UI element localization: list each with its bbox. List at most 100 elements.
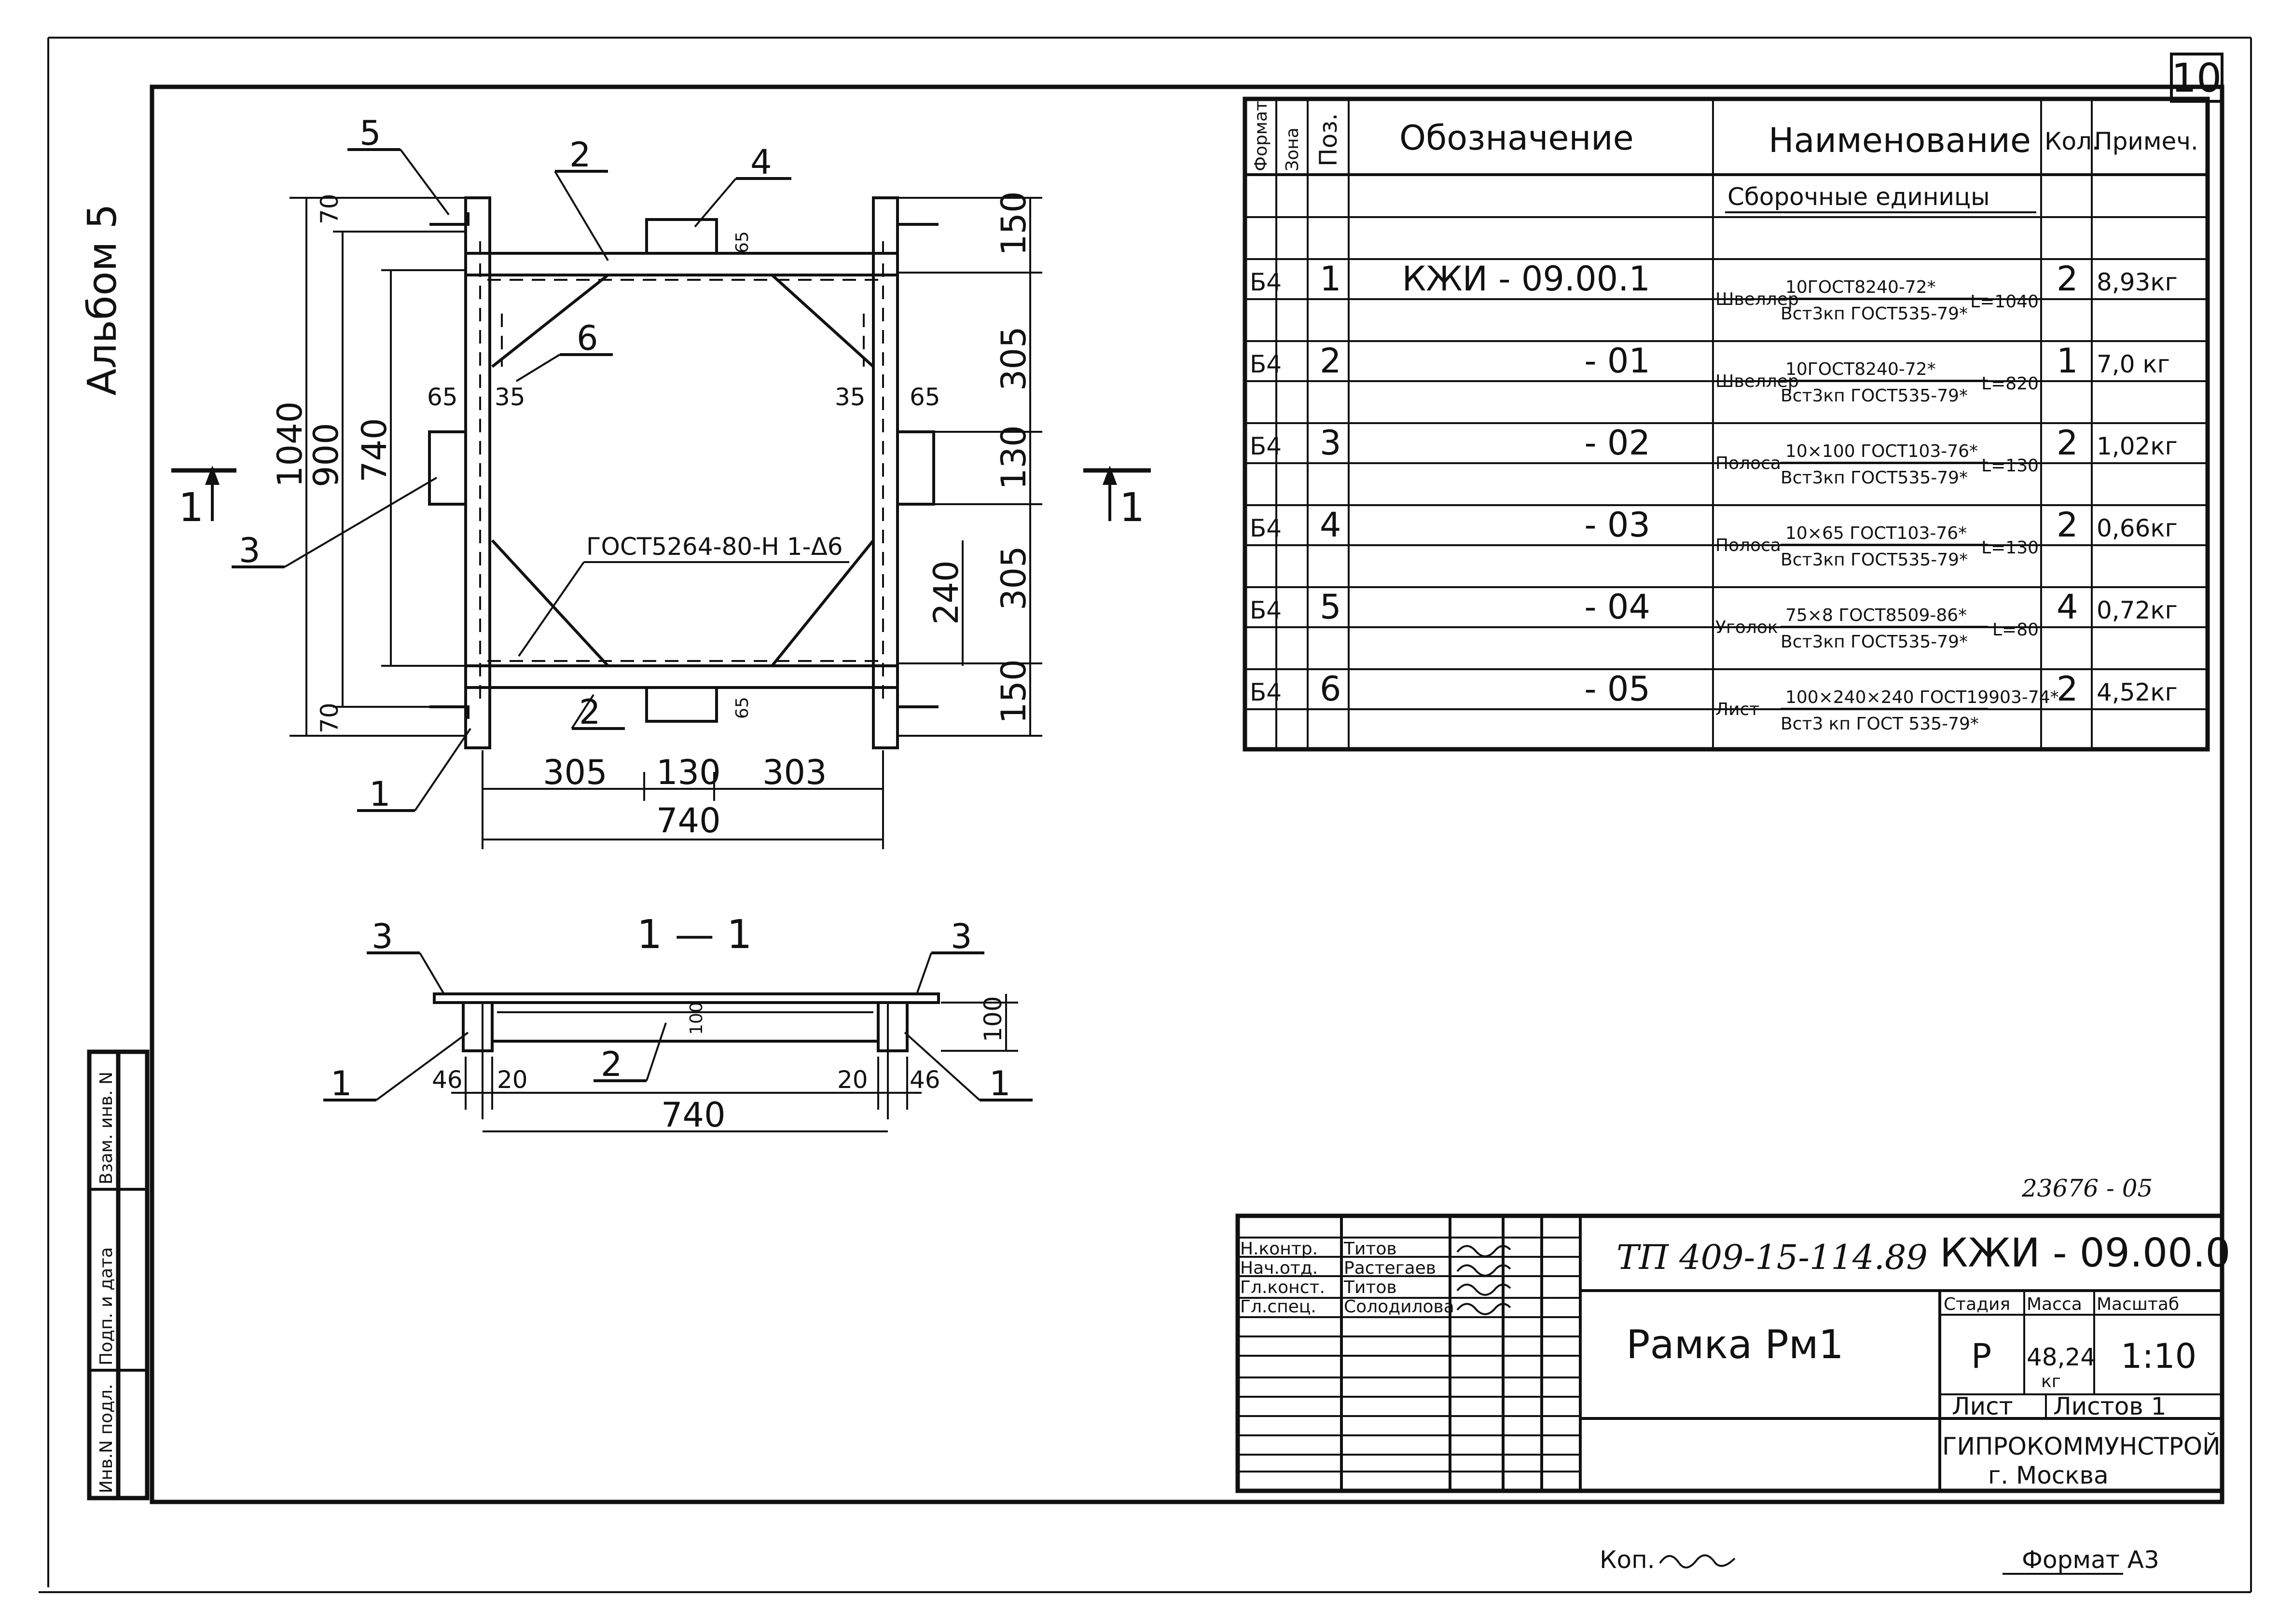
dim-65-bottom-strip: 65 (732, 697, 752, 719)
organization: ГИПРОКОММУНСТРОЙ (1942, 1432, 2221, 1460)
section-marker-right: 1 (1083, 466, 1151, 531)
row-spec-top: 75×8 ГОСТ8509-86* (1785, 606, 1967, 625)
dim-35-left: 35 (495, 383, 525, 411)
sheet-label: Лист (1952, 1392, 2013, 1420)
row-pos: 2 (1320, 341, 1341, 381)
dim-305-horizontal: 305 (543, 753, 608, 792)
dim-65-right: 65 (910, 383, 940, 411)
dim-70-bottom: 70 (316, 702, 344, 733)
role-title: Н.контр. (1240, 1239, 1318, 1259)
row-length: L=130 (1981, 456, 2039, 476)
drawing-code: КЖИ - 09.00.0 (1940, 1230, 2231, 1276)
dim-65-top-strip: 65 (732, 231, 752, 253)
row-length: L=130 (1981, 538, 2039, 558)
header-note: Примеч. (2094, 127, 2198, 155)
header-designation: Обозначение (1399, 118, 1634, 158)
dim-900: 900 (306, 423, 346, 487)
callout-1: 1 (369, 774, 391, 814)
role-title: Нач.отд. (1240, 1258, 1318, 1278)
row-length: L=820 (1981, 374, 2039, 394)
row-qty: 2 (2057, 259, 2078, 299)
dim-740-left: 740 (355, 418, 394, 482)
section-marker-left: 1 (171, 466, 236, 531)
stage-value: Р (1971, 1336, 1991, 1376)
row-designation: - 04 (1584, 587, 1650, 627)
callout-2-top: 2 (569, 135, 591, 175)
row-length: L=80 (1992, 620, 2039, 640)
header-zone: Зона (1283, 127, 1302, 171)
callout-5: 5 (359, 113, 381, 153)
role-signature (1456, 1283, 1511, 1296)
mass-value: 48,24 (2027, 1343, 2096, 1371)
stamp-inv-orig: Инв.N подл. (97, 1384, 116, 1493)
row-type: Уголок (1715, 618, 1778, 637)
role-signature (1456, 1303, 1511, 1315)
dim-70-top: 70 (316, 193, 344, 224)
role-title: Гл.конст. (1240, 1278, 1325, 1297)
header-pos: Поз. (1314, 113, 1342, 166)
row-format: Б4 (1250, 514, 1282, 542)
callout-3: 3 (239, 531, 261, 570)
section-dim-100-outer: 100 (979, 996, 1007, 1042)
project-number: ТП 409-15-114.89 (1616, 1238, 1928, 1277)
row-note: 1,02кг (2097, 432, 2178, 460)
section-dim-20-right: 20 (837, 1066, 868, 1094)
callout-6: 6 (577, 318, 598, 358)
row-spec-top: 100×240×240 ГОСТ19903-74* (1785, 688, 2059, 707)
title-block-roles: Н.контр.ТитовНач.отд.РастегаевГл.конст.Т… (1240, 1239, 1511, 1317)
row-qty: 2 (2057, 669, 2078, 709)
stamp-replaced-inv: Взам. инв. N (97, 1072, 116, 1184)
plan-view (428, 196, 939, 749)
copier-signature (1659, 1554, 1736, 1569)
role-name: Солодилова (1344, 1297, 1454, 1317)
mass-unit: кг (2041, 1372, 2061, 1391)
dim-303-horizontal: 303 (762, 753, 827, 792)
plan-dimensions: 1040 900 740 70 70 150 305 130 305 150 2… (270, 191, 1042, 849)
row-qty: 1 (2057, 341, 2078, 381)
row-note: 8,93кг (2097, 268, 2178, 296)
dim-305-top: 305 (994, 326, 1034, 391)
row-spec-bottom: Вст3кп ГОСТ535-79* (1781, 468, 1968, 488)
role-signature (1456, 1264, 1511, 1277)
row-designation: - 05 (1584, 669, 1650, 709)
section-callout-3-right: 3 (951, 917, 972, 956)
scale-label: Масштаб (2097, 1294, 2179, 1314)
section-callout-1-left: 1 (331, 1064, 352, 1103)
role-signature (1456, 1245, 1511, 1257)
dim-740-horizontal: 740 (656, 801, 721, 840)
row-length: L=1040 (1970, 292, 2039, 312)
header-qty: Кол. (2044, 127, 2099, 155)
dim-150-top: 150 (994, 191, 1034, 256)
callout-4: 4 (750, 142, 772, 182)
dim-150-bottom: 150 (994, 659, 1034, 724)
sheet-border (39, 37, 2252, 1593)
role-name: Титов (1343, 1239, 1397, 1259)
section-dim-46-left: 46 (432, 1066, 463, 1094)
dim-240: 240 (926, 560, 966, 625)
dim-35-right: 35 (835, 383, 866, 411)
scale-value: 1:10 (2121, 1336, 2196, 1376)
row-note: 0,72кг (2097, 596, 2178, 624)
role-name: Титов (1343, 1278, 1397, 1297)
row-spec-bottom: Вст3кп ГОСТ535-79* (1781, 632, 1968, 652)
row-spec-bottom: Вст3кп ГОСТ535-79* (1781, 304, 1968, 324)
row-pos: 1 (1320, 259, 1341, 299)
section-title: 1 — 1 (637, 912, 752, 958)
section-dim-100-inner: 100 (687, 1002, 706, 1035)
row-spec-bottom: Вст3кп ГОСТ535-79* (1781, 386, 1968, 406)
row-spec-top: 10×100 ГОСТ103-76* (1785, 441, 1978, 461)
row-qty: 2 (2057, 423, 2078, 463)
dim-305-bottom: 305 (994, 546, 1034, 610)
row-qty: 4 (2057, 587, 2078, 627)
callout-2-bottom: 2 (579, 692, 601, 732)
sheet-number: 10 (2171, 55, 2222, 101)
row-spec-top: 10ГОСТ8240-72* (1785, 359, 1936, 379)
drawing-title: Рамка Рм1 (1626, 1322, 1844, 1368)
row-pos: 4 (1320, 505, 1341, 545)
